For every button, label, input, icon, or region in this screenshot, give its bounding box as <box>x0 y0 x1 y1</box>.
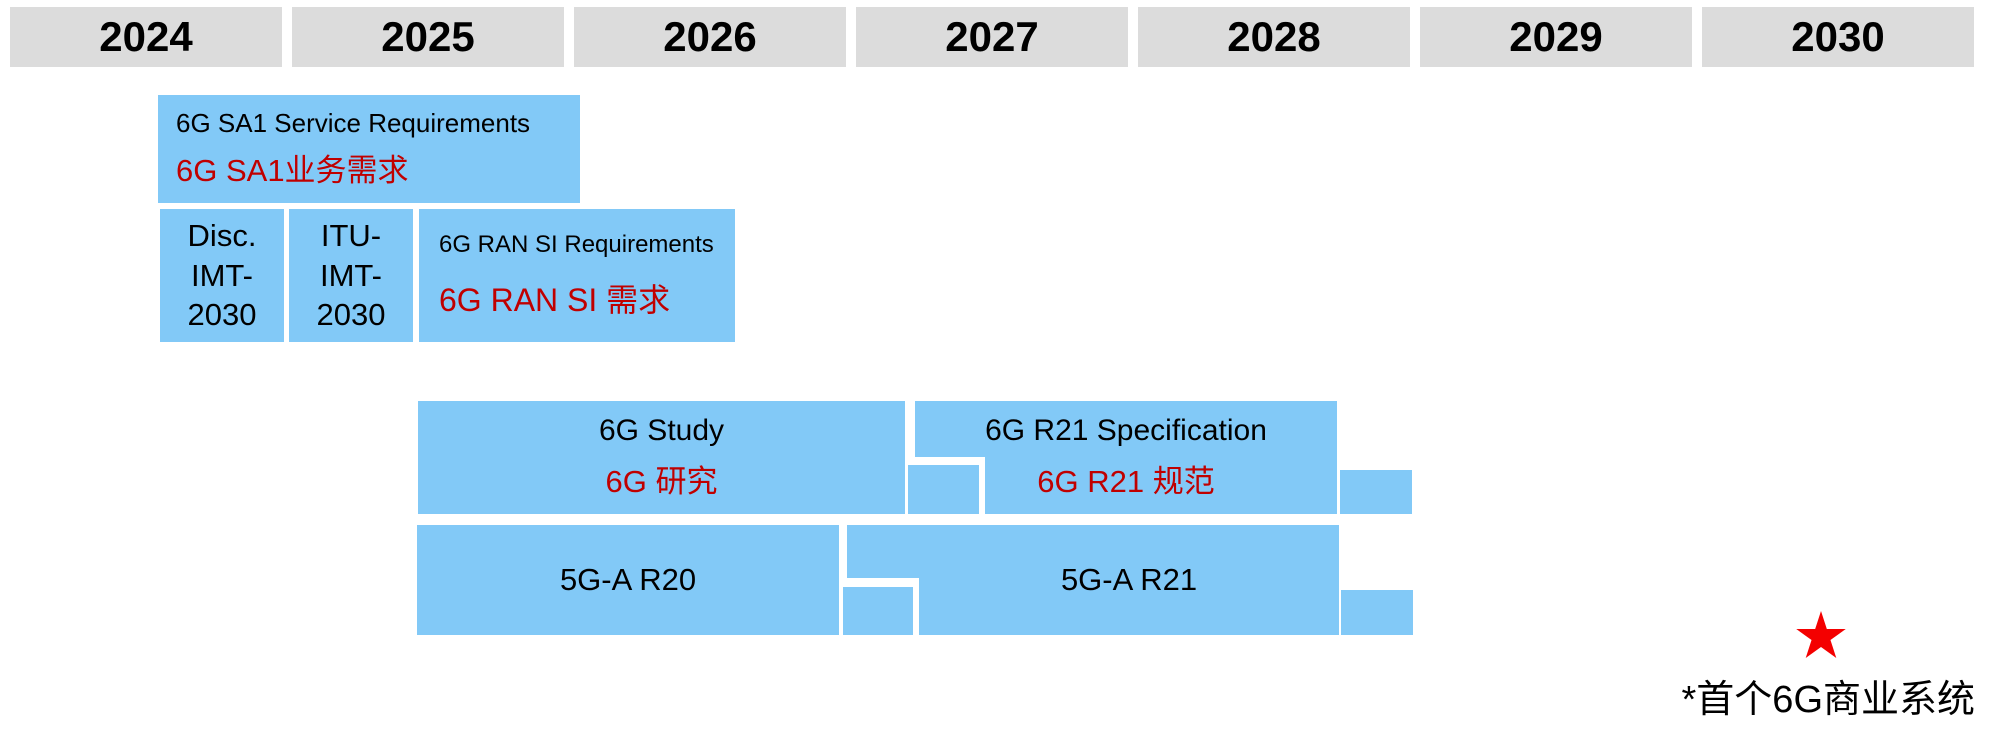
year-cell-2025: 2025 <box>292 7 564 67</box>
tab-square-5ga-r20-end <box>843 587 913 635</box>
box-disc-imt-2030: Disc. IMT- 2030 <box>160 209 284 342</box>
box-6g-sa1-title-en: 6G SA1 Service Requirements <box>176 108 531 138</box>
box-itu-imt-2030: ITU- IMT- 2030 <box>289 209 413 342</box>
tab-square-6g-r21-end <box>1340 470 1412 514</box>
box-6g-sa1-title-zh: 6G SA1业务需求 <box>176 153 409 188</box>
year-cell-2026: 2026 <box>574 7 846 67</box>
box-6g-study: 6G Study 6G 研究 <box>418 401 905 514</box>
box-6g-r21-specification <box>985 401 1337 514</box>
year-cell-2028: 2028 <box>1138 7 1410 67</box>
box-5ga-r20: 5G-A R20 <box>417 525 839 635</box>
box-6g-r21-spec-labels: 6G R21 Specification 6G R21 规范 <box>915 401 1337 514</box>
year-cell-2024: 2024 <box>10 7 282 67</box>
box-itu-imt-2030-label: ITU- IMT- 2030 <box>316 218 386 333</box>
star-icon <box>1796 611 1846 659</box>
box-5ga-r20-label: 5G-A R20 <box>559 562 697 597</box>
box-disc-imt-2030-label: Disc. IMT- 2030 <box>187 218 257 333</box>
box-6g-sa1-requirements: 6G SA1 Service Requirements 6G SA1业务需求 <box>158 95 580 203</box>
box-6g-r21-spec-tab <box>915 401 990 457</box>
box-5ga-r21-label: 5G-A R21 <box>1060 562 1198 597</box>
box-6g-r21-spec-title-zh: 6G R21 规范 <box>1037 464 1215 499</box>
first-6g-commercial-marker <box>1795 609 1847 663</box>
tab-square-5ga-r21-end <box>1341 590 1413 635</box>
box-6g-ran-si-requirements: 6G RAN SI Requirements 6G RAN SI 需求 <box>419 209 735 342</box>
box-6g-r21-spec-title-en: 6G R21 Specification <box>985 414 1267 447</box>
year-cell-2030: 2030 <box>1702 7 1974 67</box>
tab-square-6g-study-end <box>908 465 979 514</box>
box-5ga-r21-tab <box>847 525 923 578</box>
year-cell-2029: 2029 <box>1420 7 1692 67</box>
box-6g-ran-si-title-zh: 6G RAN SI 需求 <box>439 281 671 318</box>
box-6g-ran-si-title-en: 6G RAN SI Requirements <box>439 230 714 258</box>
box-5ga-r21: 5G-A R21 <box>919 525 1339 635</box>
year-cell-2027: 2027 <box>856 7 1128 67</box>
footnote-text: *首个6G商业系统 <box>1681 679 1975 721</box>
box-6g-study-title-en: 6G Study <box>598 414 725 447</box>
box-6g-study-title-zh: 6G 研究 <box>605 464 718 499</box>
